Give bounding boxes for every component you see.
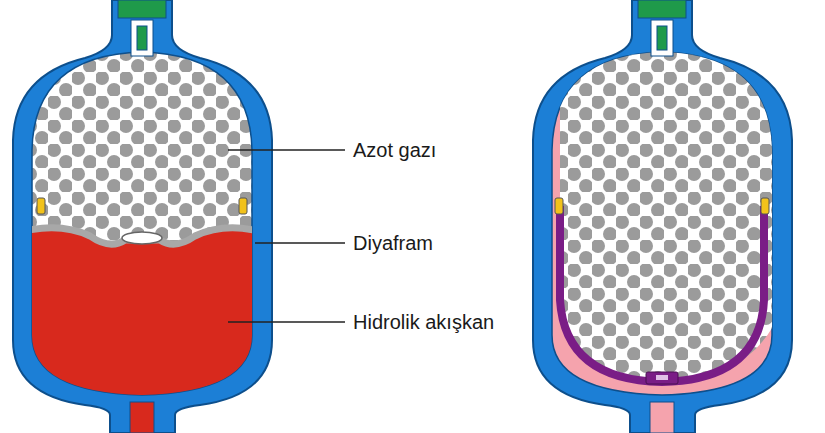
clip (555, 198, 563, 214)
left-accumulator (13, 0, 272, 433)
diaphragm-disc (122, 232, 162, 244)
fluid-port (650, 402, 674, 433)
gas-valve-cap (638, 0, 686, 18)
gas-valve-cap (118, 0, 166, 18)
part-label: Hidrolik akışkan (353, 310, 494, 334)
diaphragm-button (646, 372, 678, 384)
gas-chamber (540, 40, 784, 382)
diaphragm (20, 228, 262, 244)
clip (239, 198, 247, 214)
gas-valve (137, 26, 147, 50)
leader-line (255, 242, 345, 243)
part-label: Diyafram (353, 231, 433, 255)
clip (761, 198, 769, 214)
fluid-port (130, 402, 154, 433)
shell (13, 0, 272, 433)
leader-line (228, 149, 345, 150)
clip (37, 198, 45, 214)
valve-bore (131, 20, 153, 56)
part-label: Azot gazı (353, 138, 436, 162)
right-accumulator (533, 0, 792, 433)
button-slot (656, 375, 668, 380)
valve-bore (651, 20, 673, 56)
shell (533, 0, 792, 433)
gas-valve (657, 26, 667, 50)
leader-line (228, 321, 345, 322)
diaphragm (560, 206, 764, 382)
hydraulic-fluid (20, 228, 262, 400)
